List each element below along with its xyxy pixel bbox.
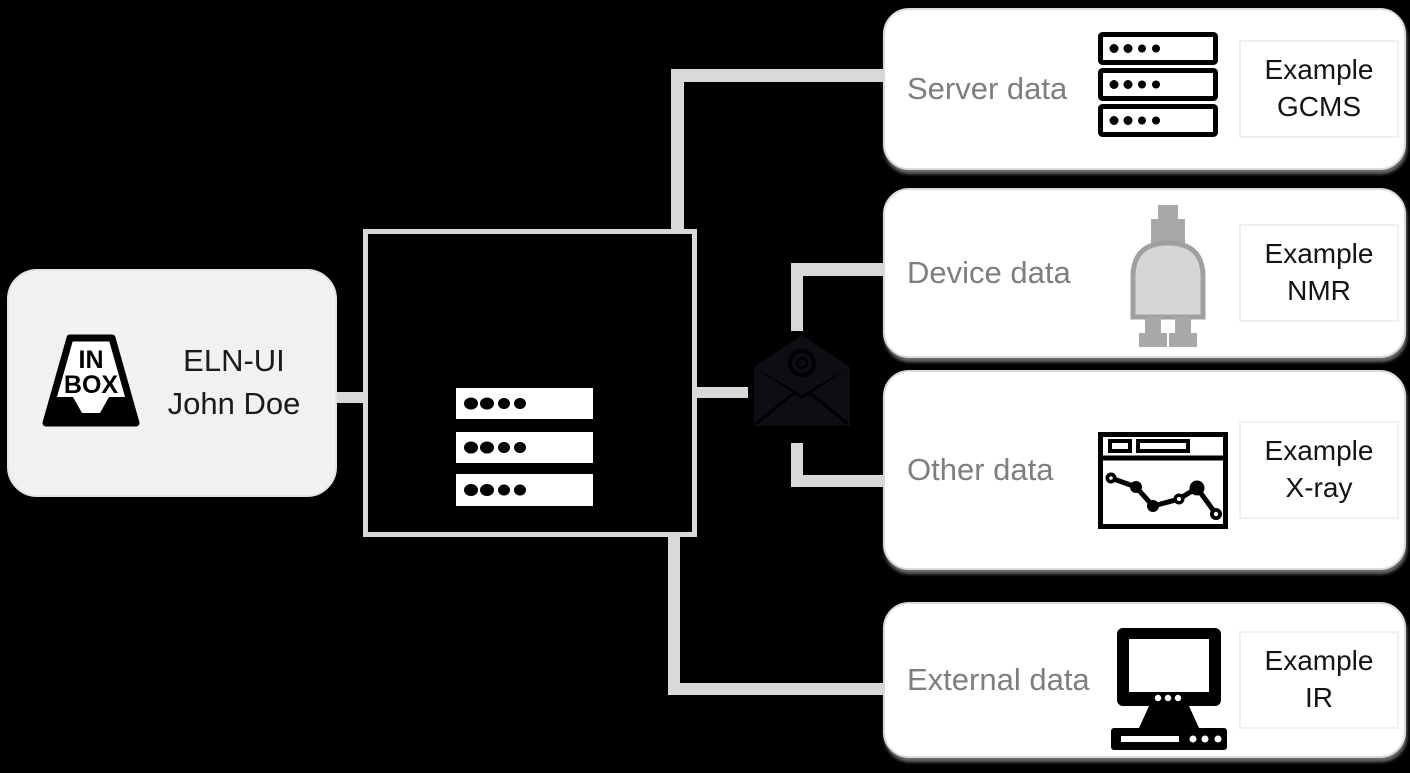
node-other-data: Other data Example X-ray bbox=[883, 370, 1406, 570]
connector-hub-to-relay bbox=[697, 387, 748, 398]
connector-to-server-data bbox=[671, 69, 883, 82]
device-data-example: Example NMR bbox=[1239, 224, 1399, 322]
open-envelope-at-icon bbox=[750, 333, 855, 428]
node-external-data: External data Example IR bbox=[883, 602, 1406, 758]
external-data-example: Example IR bbox=[1239, 631, 1399, 729]
node-device-data: Device data Example NMR bbox=[883, 188, 1406, 358]
server-data-label: Server data bbox=[907, 71, 1068, 106]
desktop-computer-icon bbox=[1105, 628, 1233, 759]
source-title-line1: ELN-UI bbox=[183, 343, 285, 379]
example-line1: Example bbox=[1264, 238, 1374, 270]
example-line1: Example bbox=[1264, 435, 1374, 467]
device-data-label: Device data bbox=[907, 255, 1071, 290]
server-stack-icon bbox=[456, 388, 596, 518]
source-title: ELN-UI John Doe bbox=[141, 340, 327, 426]
inbox-icon-text-box: BOX bbox=[64, 371, 119, 399]
connector-to-other-data bbox=[791, 475, 883, 487]
node-hub bbox=[363, 229, 697, 537]
nmr-probe-icon bbox=[1125, 205, 1211, 352]
connector-source-to-hub bbox=[337, 392, 363, 403]
other-data-example: Example X-ray bbox=[1239, 421, 1399, 519]
inbox-icon-text-in: IN bbox=[79, 346, 104, 374]
example-line2: IR bbox=[1305, 682, 1333, 713]
example-line2: NMR bbox=[1287, 275, 1351, 306]
source-title-line2: John Doe bbox=[167, 386, 301, 421]
inbox-icon: IN BOX bbox=[37, 333, 145, 437]
example-line2: X-ray bbox=[1285, 472, 1353, 503]
node-server-data: Server data Example GCMS bbox=[883, 8, 1406, 170]
other-data-label: Other data bbox=[907, 452, 1054, 487]
server-rack-icon bbox=[1098, 32, 1218, 143]
connector-to-external-data bbox=[668, 683, 883, 695]
example-line1: Example bbox=[1264, 54, 1374, 86]
connector-hub-bottom-vertical bbox=[668, 537, 680, 695]
connector-hub-top-vertical bbox=[671, 69, 684, 229]
example-line2: GCMS bbox=[1277, 91, 1361, 122]
server-data-example: Example GCMS bbox=[1239, 40, 1399, 138]
example-line1: Example bbox=[1264, 645, 1374, 677]
connector-relay-up-vertical bbox=[791, 263, 803, 331]
node-eln-ui: IN BOX ELN-UI John Doe bbox=[7, 269, 337, 497]
chart-window-icon bbox=[1098, 432, 1228, 534]
connector-to-device-data bbox=[791, 263, 883, 276]
external-data-label: External data bbox=[907, 662, 1090, 697]
